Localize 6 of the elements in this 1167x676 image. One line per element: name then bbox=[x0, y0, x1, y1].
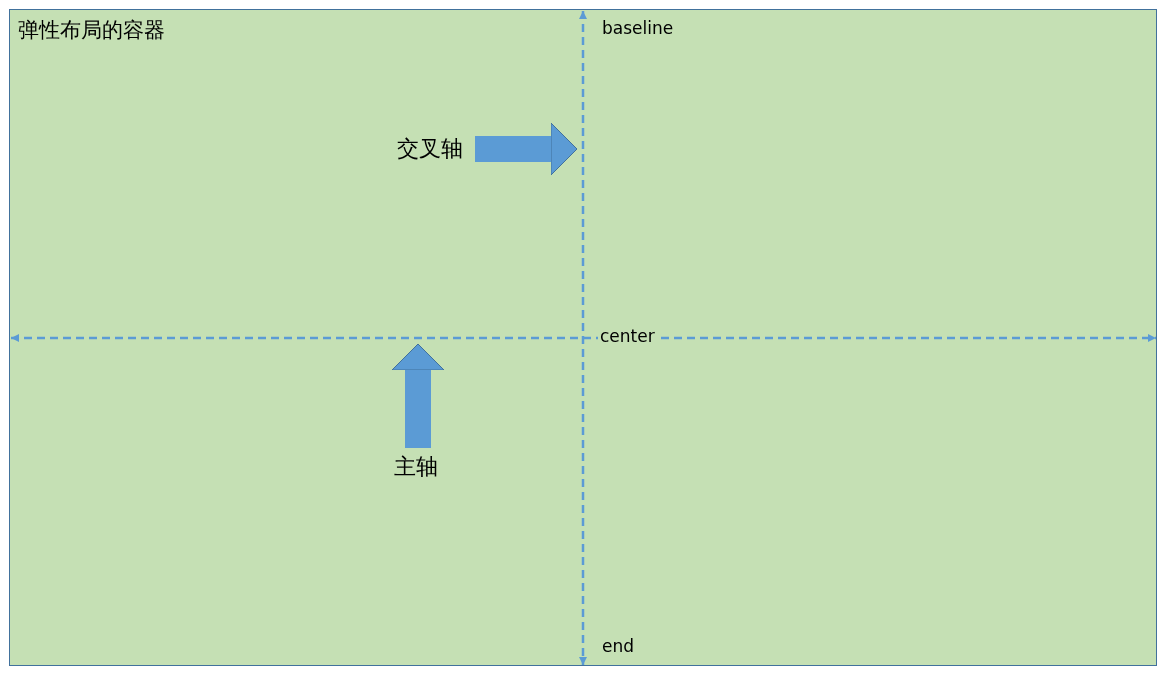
block-arrow bbox=[475, 122, 578, 176]
axis-label: 主轴 bbox=[385, 450, 447, 484]
axis-label: 交叉轴 bbox=[387, 132, 473, 166]
container-panel bbox=[9, 9, 1157, 666]
container-title: 弹性布局的容器 bbox=[18, 17, 165, 44]
block-arrow bbox=[391, 343, 445, 448]
